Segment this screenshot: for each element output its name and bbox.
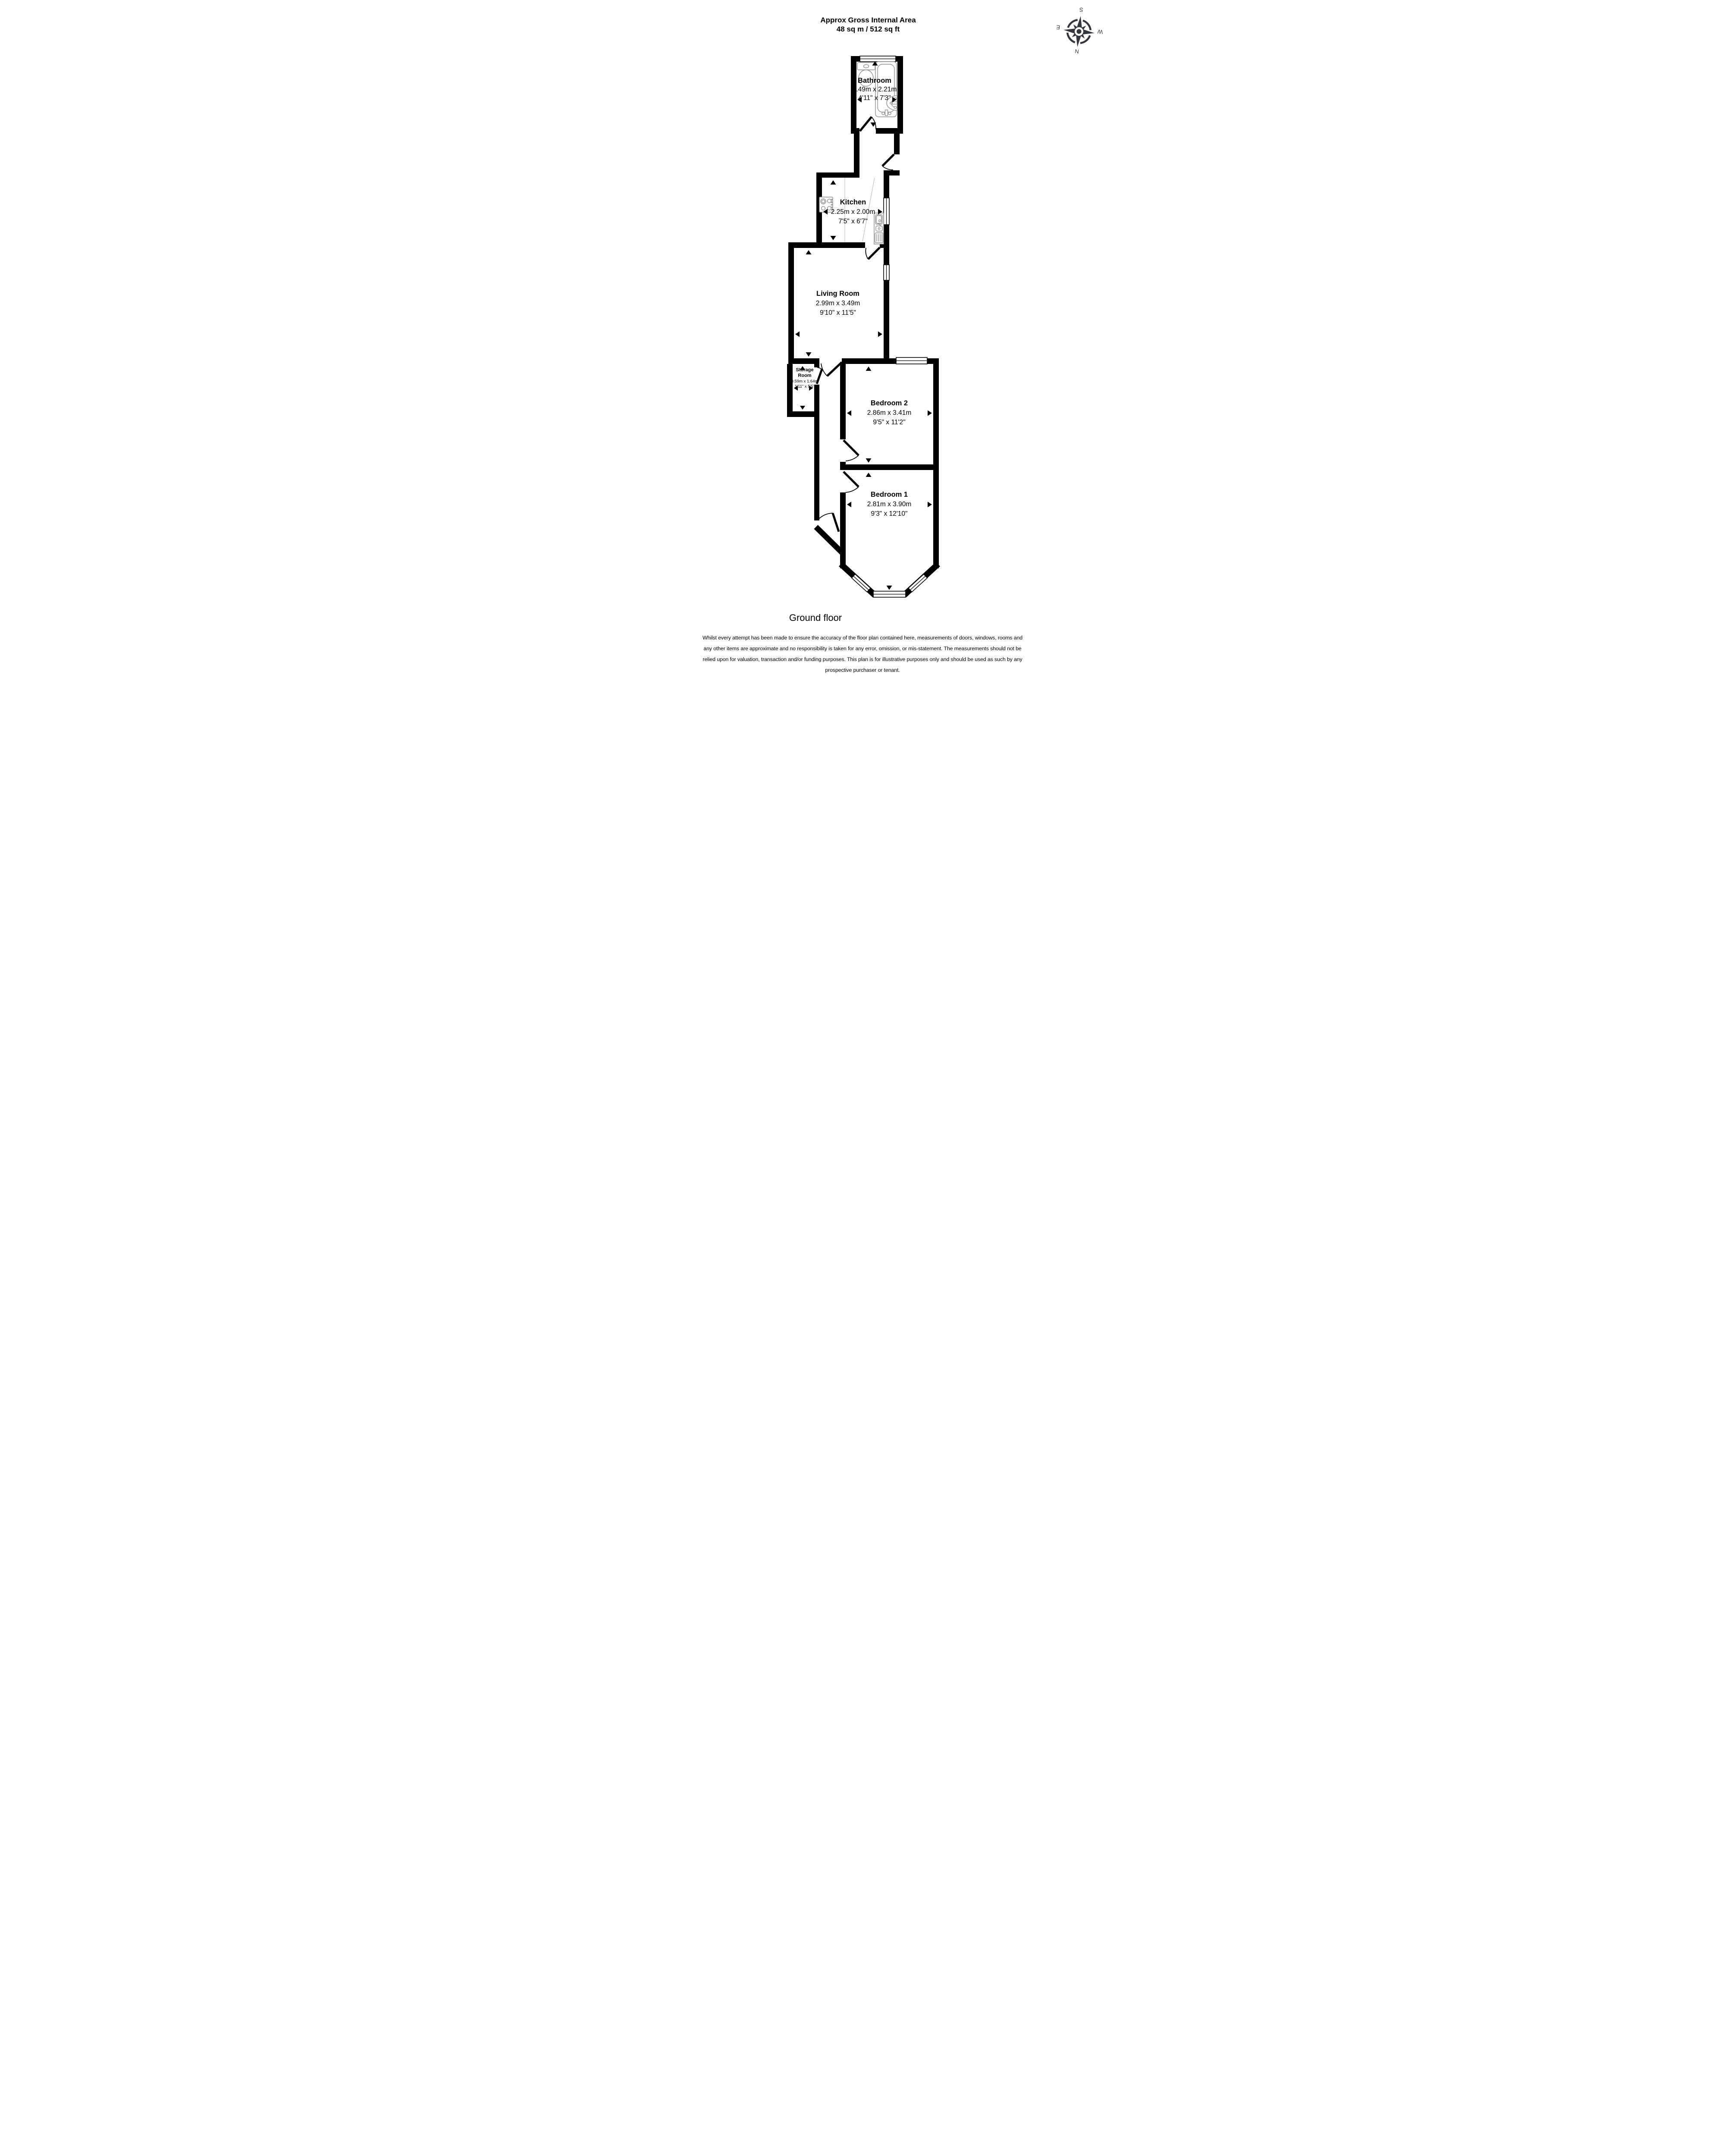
window-bay-left	[851, 573, 871, 592]
window-bay-bottom	[873, 591, 906, 598]
disclaimer-line-4: prospective purchaser or tenant.	[825, 667, 900, 673]
room-label-kitchen: Kitchen 2.25m x 2.00m 7'5" x 6'7"	[831, 198, 875, 225]
disclaimer-line-1: Whilst every attempt has been made to en…	[703, 635, 1022, 641]
room-name: Kitchen	[840, 198, 866, 206]
compass-hub-dot	[1076, 29, 1082, 34]
room-imperial: 7'5" x 6'7"	[838, 218, 868, 225]
compass-label-s: S	[1079, 6, 1084, 13]
room-label-bathroom: Bathroom 1.49m x 2.21m 4'11" x 7'3"	[853, 77, 897, 102]
compass-label-w: W	[1097, 28, 1103, 35]
kitchen-sink-icon	[874, 213, 884, 244]
room-imperial: 4'11" x 7'3"	[858, 94, 891, 102]
disclaimer-line-3: relied upon for valuation, transaction a…	[703, 656, 1022, 662]
dim-arrow	[928, 501, 932, 508]
room-name: Bathroom	[858, 77, 891, 85]
door-front-entrance	[818, 513, 840, 532]
window-kitchen	[883, 197, 890, 225]
room-labels: Bathroom 1.49m x 2.21m 4'11" x 7'3" Kitc…	[791, 77, 912, 517]
dim-arrow	[830, 236, 836, 240]
dim-arrow	[809, 385, 813, 391]
walls	[787, 56, 940, 597]
dim-arrow	[847, 501, 851, 508]
dim-arrow	[928, 410, 932, 416]
disclaimer-line-2: any other items are approximate and no r…	[703, 646, 1022, 652]
door-kitchen	[881, 154, 895, 170]
window-living-room	[883, 264, 890, 281]
room-metric: 2.81m x 3.90m	[867, 501, 912, 508]
doors	[815, 116, 895, 532]
room-metric: 1.49m x 2.21m	[853, 86, 897, 93]
compass-star	[1063, 16, 1095, 47]
room-label-bedroom-2: Bedroom 2 2.86m x 3.41m 9'5" x 11'2"	[867, 399, 912, 426]
dim-arrow	[878, 331, 882, 337]
room-name: Living Room	[816, 290, 859, 298]
door-kitchen-living	[865, 247, 881, 260]
dim-arrow	[800, 366, 805, 370]
floor-plan-canvas: Approx Gross Internal Area 48 sq m / 512…	[703, 6, 1103, 673]
room-name: Room	[798, 373, 811, 378]
room-name: Bedroom 1	[871, 491, 908, 498]
floor-label: Ground floor	[789, 612, 842, 623]
title-line-1: Approx Gross Internal Area	[820, 16, 916, 24]
dim-arrow	[795, 331, 800, 337]
dim-arrow	[823, 209, 828, 215]
window-bay-right	[908, 573, 928, 592]
dim-arrow	[866, 367, 872, 371]
door-storage	[815, 367, 823, 384]
door-living-hall	[821, 361, 843, 377]
compass-label-e: E	[1056, 24, 1060, 31]
room-imperial: 9'3" x 12'10"	[871, 510, 907, 517]
dim-arrow	[892, 97, 897, 103]
window-bathroom	[859, 56, 896, 62]
dim-arrow	[847, 410, 851, 416]
toilet-icon	[857, 62, 875, 87]
dim-arrow	[806, 352, 812, 357]
dimension-arrows	[794, 61, 932, 590]
dim-arrow	[866, 473, 872, 477]
room-metric: 0.59m x 1.64m	[791, 379, 819, 384]
dim-arrow	[878, 209, 882, 215]
dim-arrow	[794, 385, 798, 391]
floor-plan-page: Approx Gross Internal Area 48 sq m / 512…	[616, 0, 1109, 675]
dim-arrow	[806, 250, 812, 254]
fixtures	[819, 61, 897, 244]
title-line-2: 48 sq m / 512 sq ft	[837, 25, 900, 33]
dim-arrow	[872, 61, 878, 66]
room-imperial: 9'10" x 11'5"	[820, 309, 856, 317]
footer: Ground floor Whilst every attempt has be…	[703, 612, 1023, 673]
dim-arrow	[866, 458, 872, 463]
room-label-bedroom-1: Bedroom 1 2.81m x 3.90m 9'3" x 12'10"	[867, 491, 912, 517]
door-bedroom-2	[843, 439, 859, 461]
header: Approx Gross Internal Area 48 sq m / 512…	[820, 16, 916, 33]
dim-arrow	[800, 406, 805, 410]
compass-icon: N E S W	[1056, 6, 1103, 55]
door-bedroom-1	[843, 471, 859, 493]
dim-arrow	[870, 122, 876, 127]
room-label-storage-room: Storage Room 0.59m x 1.64m 1'11" x 5'5"	[791, 367, 819, 389]
compass-label-n: N	[1075, 48, 1079, 55]
room-name: Bedroom 2	[871, 399, 908, 407]
windows	[851, 56, 928, 598]
room-metric: 2.99m x 3.49m	[816, 300, 860, 307]
room-label-living-room: Living Room 2.99m x 3.49m 9'10" x 11'5"	[816, 290, 860, 317]
room-imperial: 9'5" x 11'2"	[873, 419, 905, 426]
dim-arrow	[857, 97, 862, 103]
dim-arrow	[830, 180, 836, 185]
room-metric: 2.86m x 3.41m	[867, 409, 912, 417]
room-imperial: 1'11" x 5'5"	[795, 384, 815, 389]
dim-arrow	[886, 586, 892, 590]
room-metric: 2.25m x 2.00m	[831, 208, 875, 216]
window-bedroom-2	[896, 357, 928, 364]
room-name: Storage	[796, 367, 814, 373]
